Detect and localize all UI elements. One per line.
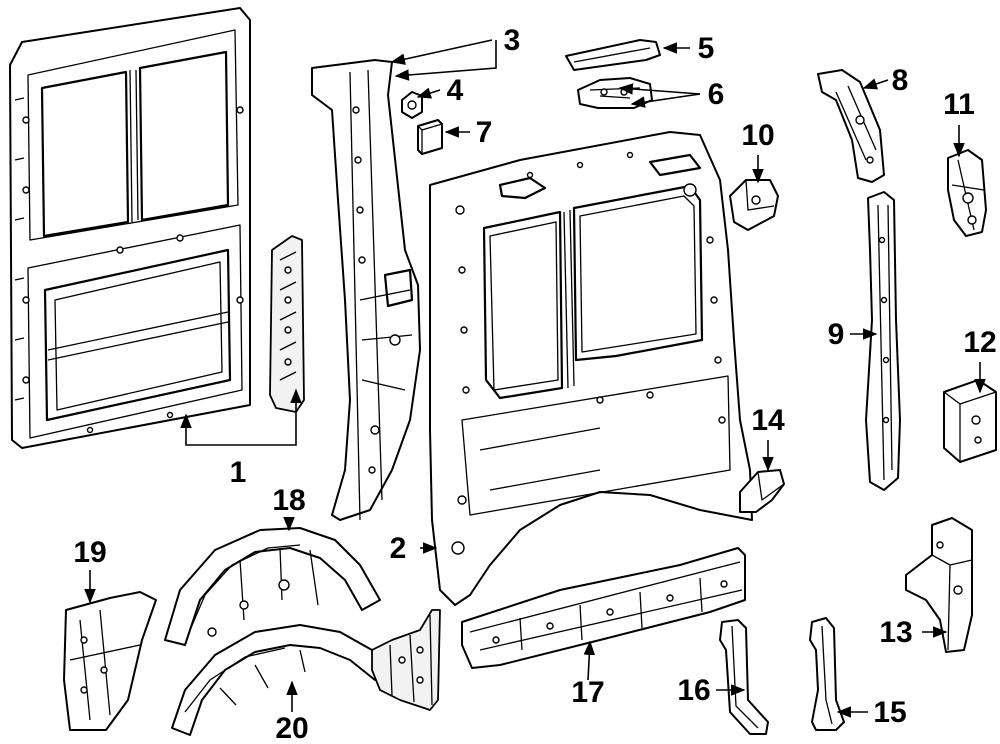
part-5-upper-rail <box>565 39 661 71</box>
part-1-reinforcement-strip <box>269 235 305 413</box>
callout-2: 2 <box>390 532 407 565</box>
part-18-inner-wheelhouse <box>164 527 381 646</box>
part-8-rear-pillar-upper <box>817 69 885 183</box>
callout-15: 15 <box>873 696 906 729</box>
callout-5: 5 <box>698 32 715 65</box>
callout-17: 17 <box>571 676 604 709</box>
part-16-vertical-brace <box>719 619 769 735</box>
callout-19: 19 <box>73 536 106 569</box>
callout-10: 10 <box>741 119 774 152</box>
callout-1: 1 <box>230 456 247 489</box>
part-17-rocker-sill <box>461 547 746 669</box>
part-11-rear-bracket <box>947 149 987 237</box>
part-12-box-bracket <box>943 379 997 463</box>
callout-9: 9 <box>828 318 845 351</box>
part-10-bracket <box>729 179 779 231</box>
part-13-rear-corner-brace <box>905 517 973 653</box>
callout-20: 20 <box>275 712 308 744</box>
callout-7: 7 <box>476 116 493 149</box>
part-3-b-pillar <box>311 59 421 521</box>
callout-8: 8 <box>892 64 909 97</box>
callout-3: 3 <box>504 24 521 57</box>
callout-13: 13 <box>879 616 912 649</box>
callout-11: 11 <box>943 88 975 121</box>
part-1-door-panel <box>9 7 251 449</box>
part-19-front-corner-panel <box>63 591 157 731</box>
part-6-track-bracket <box>577 77 653 109</box>
callout-14: 14 <box>751 404 785 437</box>
part-7-bracket <box>417 119 443 155</box>
part-9-rear-pillar <box>865 191 901 491</box>
callout-4: 4 <box>447 74 464 107</box>
part-2-side-panel <box>429 131 753 606</box>
leader-lines <box>84 39 986 718</box>
part-20-outer-wheelhouse <box>171 624 393 736</box>
part-14-bracket <box>739 469 785 513</box>
callout-12: 12 <box>963 326 996 359</box>
callout-6: 6 <box>708 78 725 111</box>
callout-numbers: 1 2 3 4 5 6 7 8 9 10 11 12 13 14 15 16 1… <box>73 24 996 744</box>
part-20-side-brace <box>371 609 441 711</box>
part-15-vertical-brace <box>809 617 845 731</box>
callout-18: 18 <box>272 484 305 517</box>
callout-16: 16 <box>677 674 710 707</box>
